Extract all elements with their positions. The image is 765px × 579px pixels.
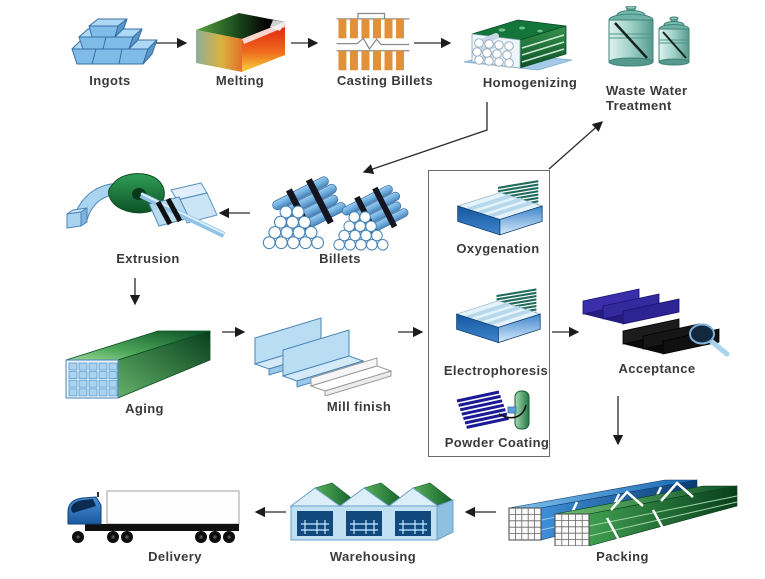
- node-billets: Billets: [250, 170, 430, 267]
- node-melting: Melting: [190, 8, 290, 89]
- melting-icon: [195, 13, 285, 72]
- node-mill-finish: Mill finish: [246, 314, 396, 415]
- oxygenation-label: Oxygenation: [456, 241, 540, 256]
- mill-finish-profiles-icon: [253, 317, 393, 396]
- node-aging: Aging: [56, 324, 221, 417]
- arrow-box-to-wastewater: [548, 121, 603, 170]
- node-warehousing: Warehousing: [288, 478, 458, 565]
- waste-water-treatment-label: Waste Water Treatment: [606, 83, 688, 113]
- node-homogenizing: Homogenizing: [452, 4, 608, 91]
- powder-coating-icon: [456, 390, 529, 430]
- warehousing-label: Warehousing: [329, 549, 417, 564]
- mill-finish-label: Mill finish: [326, 399, 392, 414]
- arrow-homogenizing-to-billets: [362, 102, 488, 174]
- powder-coating-label: Powder Coating: [444, 435, 550, 450]
- aging-oven-icon: [65, 330, 210, 399]
- node-electrophoresis: Electrophoresis: [441, 284, 551, 379]
- billets-label: Billets: [319, 251, 361, 266]
- aging-label: Aging: [125, 401, 164, 416]
- extrusion-label: Extrusion: [116, 251, 180, 266]
- waste-water-tanks-icon: [608, 6, 690, 67]
- node-acceptance: Acceptance: [572, 284, 742, 377]
- extrusion-press-icon: [66, 173, 225, 238]
- homogenizing-icon: [463, 19, 573, 71]
- ingots-icon: [71, 18, 157, 65]
- node-powder-coating: Powder Coating: [442, 388, 552, 451]
- homogenizing-label: Homogenizing: [482, 75, 578, 90]
- ingots-label: Ingots: [89, 73, 131, 88]
- warehousing-icon: [289, 482, 454, 541]
- packing-label: Packing: [596, 549, 649, 564]
- casting-billets-icon: [336, 12, 410, 71]
- casting-billets-label: Casting Billets: [336, 73, 434, 88]
- oxygenation-icon: [456, 180, 544, 236]
- electrophoresis-label: Electrophoresis: [443, 363, 549, 378]
- node-casting-billets: Casting Billets: [322, 8, 448, 89]
- billets-icon: [262, 170, 412, 251]
- magnifier-lens: [688, 323, 715, 345]
- delivery-label: Delivery: [148, 549, 202, 564]
- delivery-truck-icon: [67, 490, 240, 543]
- melting-label: Melting: [215, 73, 265, 88]
- acceptance-label: Acceptance: [618, 361, 696, 376]
- node-delivery: Delivery: [62, 488, 252, 565]
- node-packing: Packing: [505, 476, 740, 565]
- surface-treatment-box: [428, 170, 550, 457]
- packing-bundles-icon: [508, 479, 737, 546]
- magnifier-handle: [708, 338, 729, 357]
- node-waste-water-treatment: Waste Water Treatment: [598, 6, 698, 114]
- node-oxygenation: Oxygenation: [444, 176, 552, 257]
- electrophoresis-icon: [454, 288, 541, 344]
- node-ingots: Ingots: [55, 16, 165, 89]
- acceptance-icon: [582, 288, 729, 357]
- node-extrusion: Extrusion: [48, 168, 248, 267]
